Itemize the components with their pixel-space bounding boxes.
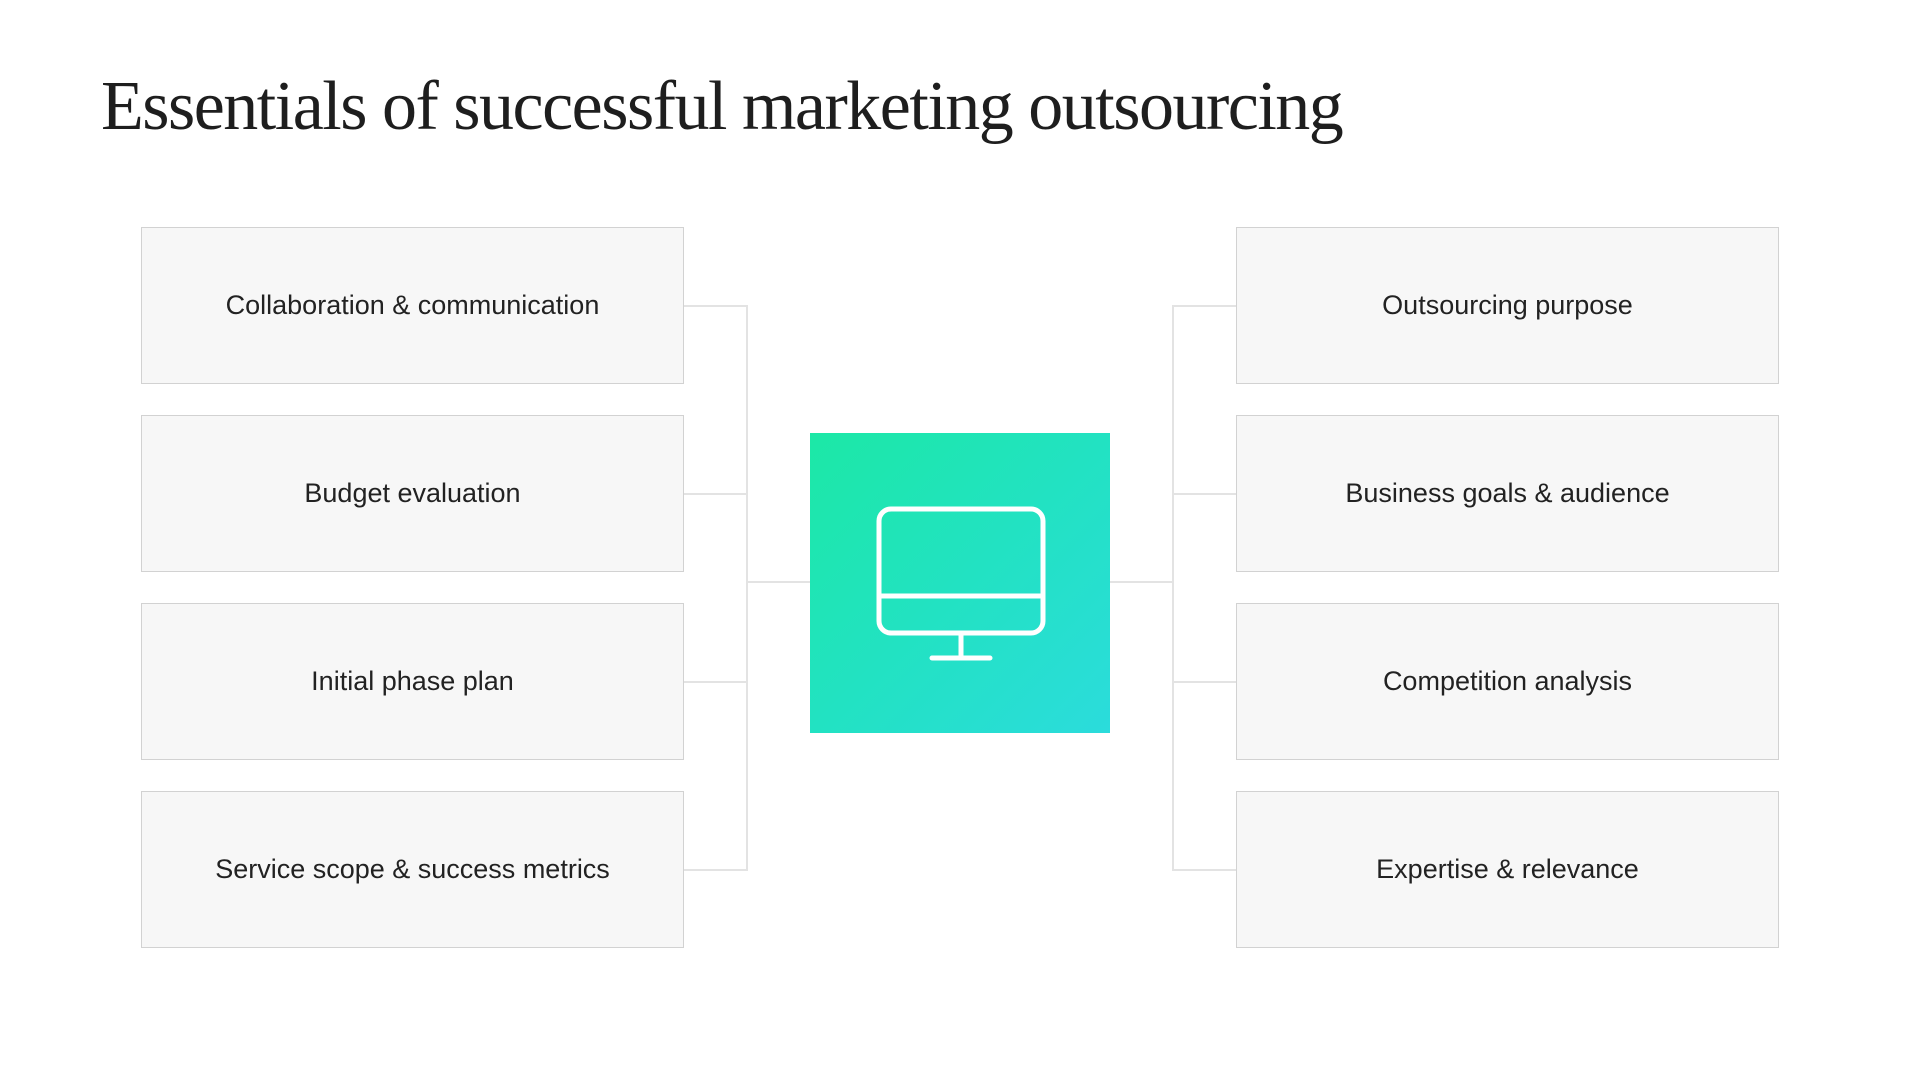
connector-trunk [746, 305, 748, 871]
item-label: Budget evaluation [304, 478, 521, 508]
item-label: Service scope & success metrics [215, 854, 610, 884]
left-item-collaboration: Collaboration & communication [141, 227, 684, 384]
center-hub [810, 433, 1110, 733]
slide-title: Essentials of successful marketing outso… [101, 68, 1344, 145]
left-item-budget: Budget evaluation [141, 415, 684, 572]
connector-line [684, 305, 748, 307]
right-item-purpose: Outsourcing purpose [1236, 227, 1779, 384]
connector-line [1172, 305, 1236, 307]
item-label: Initial phase plan [311, 666, 514, 696]
connector-line [684, 493, 748, 495]
monitor-icon [876, 506, 1046, 661]
connector-line [684, 681, 748, 683]
connector-line [1172, 493, 1236, 495]
connector-to-hub [746, 581, 810, 583]
right-item-competition: Competition analysis [1236, 603, 1779, 760]
right-item-expertise: Expertise & relevance [1236, 791, 1779, 948]
connector-trunk [1172, 305, 1174, 871]
item-label: Collaboration & communication [225, 290, 600, 320]
item-label: Expertise & relevance [1376, 854, 1639, 884]
connector-line [684, 869, 748, 871]
left-item-initial-phase: Initial phase plan [141, 603, 684, 760]
right-item-goals: Business goals & audience [1236, 415, 1779, 572]
connector-line [1172, 869, 1236, 871]
left-item-service-scope: Service scope & success metrics [141, 791, 684, 948]
connector-to-hub [1110, 581, 1174, 583]
item-label: Business goals & audience [1345, 478, 1670, 508]
connector-line [1172, 681, 1236, 683]
item-label: Outsourcing purpose [1382, 290, 1633, 320]
item-label: Competition analysis [1382, 666, 1633, 696]
